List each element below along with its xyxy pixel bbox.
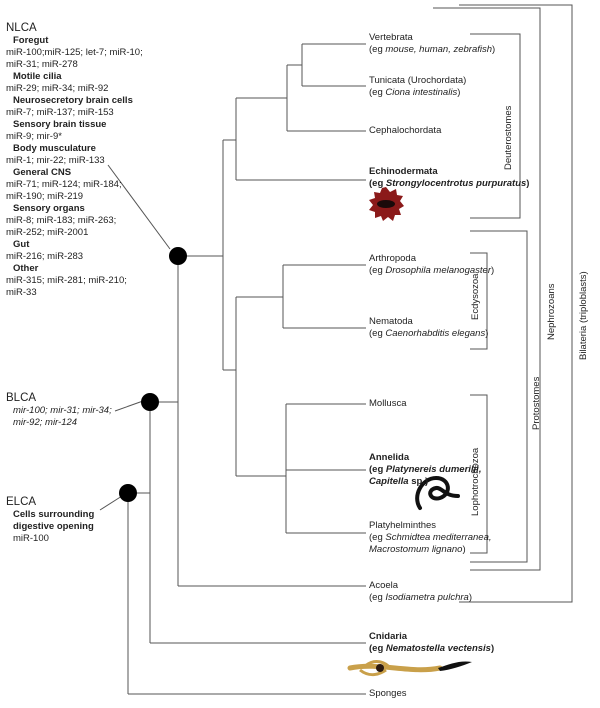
nlca-callout-line (107, 164, 171, 250)
nlca-panel: NLCA Foregut miR-100;miR-125; let-7; miR… (6, 22, 143, 299)
clade-label-lophotrochozoa: Lophotrochozoa (470, 447, 481, 516)
blca-mir-line: mir-92; mir-124 (13, 417, 78, 428)
taxon-name: Mollusca (369, 398, 407, 409)
taxon-example: Macrostomum lignano) (369, 544, 466, 555)
taxon-example: (eg Platynereis dumerilii, (369, 464, 482, 475)
elca-group-line: digestive opening (13, 521, 94, 532)
nlca-group-other: Other miR-315; miR-281; miR-210; miR-33 (6, 263, 143, 299)
taxon-sponges: Sponges (369, 688, 407, 700)
nlca-group-sensory-brain: Sensory brain tissue miR-9; mir-9* (6, 119, 143, 143)
taxon-name: Annelida (369, 452, 410, 463)
taxon-name: Vertebrata (369, 32, 413, 43)
nlca-group-name: Neurosecretory brain cells (13, 95, 133, 106)
taxon-annelida: Annelida (eg Platynereis dumerilii, Capi… (369, 452, 481, 488)
taxon-example: (eg Caenorhabditis elegans) (369, 328, 489, 339)
elca-mir: miR-100 (13, 533, 49, 544)
nlca-group-name: Foregut (13, 35, 49, 46)
blca-mir-line: mir-100; mir-31; mir-34; (13, 405, 112, 416)
taxon-name: Cephalochordata (369, 125, 442, 136)
nlca-mir-line: miR-1; mir-22; miR-133 (6, 155, 105, 166)
nlca-mir-line: miR-252; miR-2001 (6, 227, 89, 238)
nlca-group-foregut: Foregut miR-100;miR-125; let-7; miR-10; … (6, 35, 143, 71)
sea-urchin-icon (369, 187, 404, 221)
elca-group-line: Cells surrounding (13, 509, 95, 520)
taxon-tunicata: Tunicata (Urochordata) (eg Ciona intesti… (369, 75, 466, 99)
taxon-example: (eg Drosophila melanogaster) (369, 265, 495, 276)
nlca-mir-line: miR-190; miR-219 (6, 191, 84, 202)
nlca-mir-line: miR-71; miR-124; miR-184; (6, 179, 122, 190)
nlca-group-gut: Gut miR-216; miR-283 (6, 239, 143, 263)
taxon-name: Arthropoda (369, 253, 417, 264)
nlca-mir-line: miR-8; miR-183; miR-263; (6, 215, 117, 226)
nlca-group-name: Gut (13, 239, 30, 250)
taxon-example: (eg mouse, human, zebrafish) (369, 44, 496, 55)
taxon-example: (eg Ciona intestinalis) (369, 87, 461, 98)
taxon-name: Tunicata (Urochordata) (369, 75, 467, 86)
nlca-mir-line: miR-29; miR-34; miR-92 (6, 83, 109, 94)
nlca-mir-line: miR-216; miR-283 (6, 251, 84, 262)
taxon-example: Capitella sp.) (369, 476, 429, 487)
nlca-group-name: General CNS (13, 167, 72, 178)
nlca-mir-line: miR-33 (6, 287, 37, 298)
taxon-name: Sponges (369, 688, 407, 699)
taxon-example: (eg Strongylocentrotus purpuratus) (369, 178, 530, 189)
taxon-example: (eg Isodiametra pulchra) (369, 592, 472, 603)
blca-node (141, 393, 159, 411)
nlca-group-name: Body musculature (13, 143, 96, 154)
clade-label-nephrozoans: Nephrozoans (546, 283, 557, 340)
nlca-group-name: Sensory brain tissue (13, 119, 107, 130)
nlca-mir-line: miR-100;miR-125; let-7; miR-10; (6, 47, 143, 58)
nlca-mir-line: miR-31; miR-278 (6, 59, 78, 70)
taxon-name: Echinodermata (369, 166, 438, 177)
nlca-group-neurosecretory: Neurosecretory brain cells miR-7; miR-13… (6, 95, 143, 119)
elca-title: ELCA (6, 496, 37, 508)
nlca-title: NLCA (6, 22, 37, 34)
nlca-group-general-cns: General CNS miR-71; miR-124; miR-184; mi… (6, 167, 143, 203)
bracket-protostomes (470, 230, 528, 563)
blca-panel: BLCA mir-100; mir-31; mir-34; mir-92; mi… (6, 392, 112, 429)
nlca-group-name: Motile cilia (13, 71, 62, 82)
elca-panel: ELCA Cells surrounding digestive opening… (6, 496, 94, 545)
nlca-group-name: Other (13, 263, 39, 274)
taxon-acoela: Acoela (eg Isodiametra pulchra) (369, 580, 472, 604)
bracket-deuterostomes (470, 33, 521, 219)
bracket-bilateria (459, 4, 573, 603)
nematostella-icon (347, 660, 472, 677)
annelid-worm-icon (415, 475, 460, 510)
clade-label-ecdysozoa: Ecdysozoa (470, 273, 481, 320)
elca-node (119, 484, 137, 502)
taxon-name: Cnidaria (369, 631, 408, 642)
clade-label-deuterostomes: Deuterostomes (503, 105, 514, 170)
taxon-vertebrata: Vertebrata (eg mouse, human, zebrafish) (369, 32, 495, 56)
nlca-group-name: Sensory organs (13, 203, 85, 214)
taxon-nematoda: Nematoda (eg Caenorhabditis elegans) (369, 316, 488, 340)
bracket-nephrozoans (433, 7, 541, 571)
taxon-example: (eg Nematostella vectensis) (369, 643, 495, 654)
blca-callout-line (114, 400, 144, 412)
nlca-mir-line: miR-9; mir-9* (6, 131, 62, 142)
taxon-platyhelminthes: Platyhelminthes (eg Schmidtea mediterran… (369, 520, 492, 556)
bracket-ecdysozoa (470, 252, 488, 350)
taxon-cnidaria: Cnidaria (eg Nematostella vectensis) (369, 631, 494, 655)
taxon-mollusca: Mollusca (369, 398, 407, 410)
taxon-cephalochordata: Cephalochordata (369, 125, 441, 137)
blca-title: BLCA (6, 392, 37, 404)
nlca-group-sensory-organs: Sensory organs miR-8; miR-183; miR-263; … (6, 203, 143, 239)
taxon-echinodermata: Echinodermata (eg Strongylocentrotus pur… (369, 166, 529, 190)
nlca-group-motile-cilia: Motile cilia miR-29; miR-34; miR-92 (6, 71, 143, 95)
nlca-mir-line: miR-7; miR-137; miR-153 (6, 107, 114, 118)
taxon-arthropoda: Arthropoda (eg Drosophila melanogaster) (369, 253, 494, 277)
taxon-example: (eg Schmidtea mediterranea, (369, 532, 492, 543)
clade-label-bilateria: Bilateria (triploblasts) (578, 271, 589, 360)
elca-callout-line (99, 495, 123, 511)
taxon-name: Platyhelminthes (369, 520, 437, 531)
clade-label-protostomes: Protostomes (531, 376, 542, 430)
taxon-name: Acoela (369, 580, 399, 591)
nlca-mir-line: miR-315; miR-281; miR-210; (6, 275, 127, 286)
nlca-node (169, 247, 187, 265)
taxon-name: Nematoda (369, 316, 413, 327)
bracket-lophotrochozoa (470, 394, 488, 554)
nlca-group-body-musculature: Body musculature miR-1; mir-22; miR-133 (6, 143, 143, 167)
